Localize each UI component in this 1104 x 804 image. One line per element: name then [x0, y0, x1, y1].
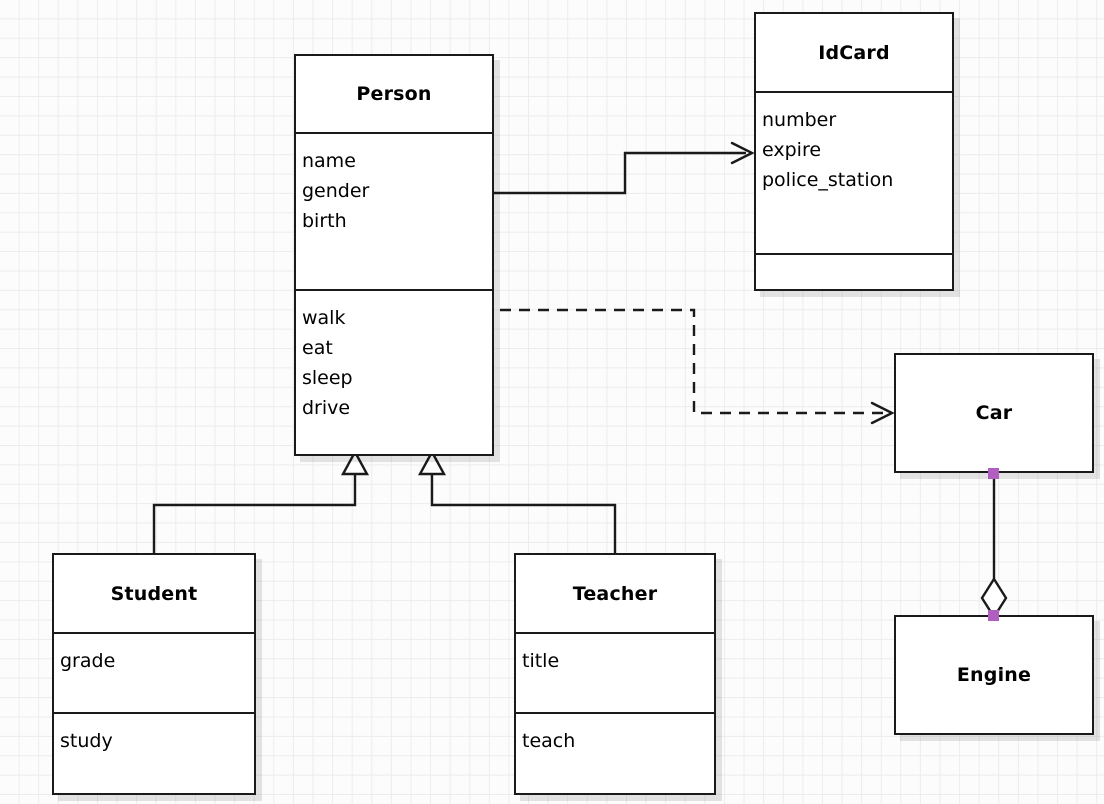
method-item: walk — [302, 307, 346, 329]
method-item: drive — [302, 397, 351, 419]
connection-handle-engine[interactable] — [988, 610, 999, 621]
class-box-idcard[interactable]: IdCard number expire police_station — [754, 12, 954, 291]
edge-teacher-person — [417, 449, 617, 553]
attribute-item: title — [522, 650, 560, 672]
class-title-engine: Engine — [956, 664, 1032, 686]
attribute-item: birth — [302, 210, 347, 232]
attribute-item: expire — [762, 139, 822, 161]
edge-person-idcard — [494, 141, 755, 195]
method-item: teach — [522, 730, 576, 752]
attribute-item: grade — [60, 650, 116, 672]
method-item: sleep — [302, 367, 353, 389]
class-title-person: Person — [356, 83, 432, 105]
connection-handle-car[interactable] — [988, 468, 999, 479]
class-title-car: Car — [975, 402, 1013, 424]
class-box-person[interactable]: Person name gender birth walk eat sleep … — [294, 54, 494, 456]
class-box-teacher[interactable]: Teacher title teach — [514, 553, 716, 795]
attribute-item: name — [302, 150, 356, 172]
method-item: study — [60, 730, 113, 752]
edge-student-person — [152, 449, 370, 553]
class-attributes-teacher: title — [516, 632, 714, 712]
attribute-item: number — [762, 109, 837, 131]
class-methods-teacher: teach — [516, 712, 714, 793]
class-title-student: Student — [110, 582, 198, 605]
class-attributes-student: grade — [54, 632, 254, 712]
class-box-student[interactable]: Student grade study — [52, 553, 256, 795]
edge-person-car — [500, 308, 895, 425]
method-item: eat — [302, 337, 333, 359]
class-title-teacher: Teacher — [572, 582, 658, 605]
edge-car-engine — [980, 473, 1008, 620]
class-box-engine[interactable]: Engine — [894, 615, 1094, 735]
class-title-idcard: IdCard — [818, 41, 890, 64]
attribute-item: police_station — [762, 169, 894, 191]
class-methods-idcard — [756, 253, 952, 289]
class-methods-student: study — [54, 712, 254, 793]
class-attributes-idcard: number expire police_station — [756, 91, 952, 253]
class-attributes-person: name gender birth — [296, 132, 492, 289]
attribute-item: gender — [302, 180, 370, 202]
class-box-car[interactable]: Car — [894, 353, 1094, 473]
class-methods-person: walk eat sleep drive — [296, 289, 492, 454]
